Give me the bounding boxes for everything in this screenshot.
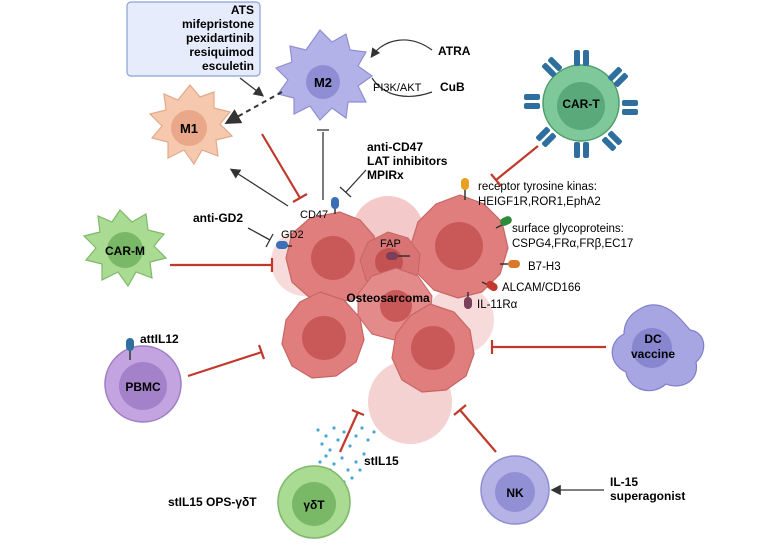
fap-label: FAP bbox=[380, 238, 401, 250]
cd47-receptor bbox=[331, 197, 339, 214]
gdt-label: γδT bbox=[303, 498, 325, 512]
inhibition-lines bbox=[247, 129, 367, 248]
car-t-label: CAR-T bbox=[562, 97, 600, 111]
drug-box: ATS mifepristone pexidartinib resiquimod… bbox=[126, 1, 261, 77]
rtk-list: HEIGF1R,ROR1,EphA2 bbox=[478, 196, 601, 208]
drugbox-to-m2-arrow bbox=[239, 77, 265, 97]
m2-macrophage: M2 bbox=[274, 29, 374, 121]
m2-to-m1-dashed-arrow bbox=[224, 91, 283, 124]
alcam-label: ALCAM/CD166 bbox=[502, 282, 581, 294]
glycoprotein-receptor bbox=[495, 216, 512, 229]
gdt-therapy-label: stIL15 OPS-γδT bbox=[168, 495, 257, 509]
il11-receptor bbox=[464, 292, 472, 309]
glycoprotein-list: CSPG4,FRα,FRβ,EC17 bbox=[512, 238, 633, 250]
atra-arrow bbox=[370, 39, 433, 58]
gamma-delta-t-cell: γδT bbox=[277, 465, 351, 539]
il15-label-line2: superagonist bbox=[610, 489, 685, 503]
anti-gd2-label: anti-GD2 bbox=[193, 211, 243, 225]
pbmc-cell: PBMC bbox=[104, 338, 182, 423]
b7h3-label: B7-H3 bbox=[528, 261, 561, 273]
car-m-label: CAR-M bbox=[105, 244, 145, 258]
mpirx-label: MPIRx bbox=[367, 168, 404, 182]
m2-label: M2 bbox=[314, 75, 332, 90]
cd47-label: CD47 bbox=[300, 209, 328, 221]
glycoprotein-title: surface glycoproteins: bbox=[512, 223, 624, 235]
pi3k-label: PI3K/AKT bbox=[373, 82, 422, 94]
pi3k-curve bbox=[371, 77, 433, 97]
lat-inhibitors-label: LAT inhibitors bbox=[367, 154, 448, 168]
car-m-cell: CAR-M bbox=[82, 209, 168, 288]
il15-label-line1: IL-15 bbox=[610, 475, 638, 489]
stil15-label: stIL15 bbox=[364, 454, 399, 468]
nk-cell: NK bbox=[480, 455, 550, 525]
rtk-receptor bbox=[461, 178, 469, 200]
dc-label-line1: DC bbox=[644, 332, 662, 346]
gd2-label: GD2 bbox=[281, 229, 304, 241]
fap-receptor bbox=[386, 252, 410, 260]
osteosarcoma-tumor: Osteosarcoma bbox=[271, 194, 509, 444]
dc-label-line2: vaccine bbox=[631, 347, 675, 361]
drug-mifepristone: mifepristone bbox=[182, 17, 254, 31]
rtk-title: receptor tyrosine kinas: bbox=[478, 181, 597, 193]
drug-esculetin: esculetin bbox=[202, 59, 254, 73]
tumor-label: Osteosarcoma bbox=[346, 291, 430, 305]
dc-vaccine-cell: DC vaccine bbox=[611, 304, 705, 392]
drug-resiquimod: resiquimod bbox=[189, 45, 254, 59]
drug-pexidartinib: pexidartinib bbox=[186, 31, 254, 45]
nk-label: NK bbox=[506, 486, 524, 500]
alcam-receptor bbox=[481, 280, 498, 292]
attil12-label: attIL12 bbox=[140, 332, 179, 346]
car-t-cell: CAR-T bbox=[524, 50, 638, 158]
pbmc-label: PBMC bbox=[125, 380, 161, 394]
red-inhibition-lines bbox=[170, 133, 606, 453]
m1-label: M1 bbox=[180, 121, 198, 136]
il11-label: IL-11Rα bbox=[477, 299, 518, 311]
m1-macrophage: M1 bbox=[148, 84, 234, 166]
drug-ats: ATS bbox=[231, 3, 254, 17]
anti-cd47-label: anti-CD47 bbox=[367, 140, 423, 154]
cub-label: CuB bbox=[440, 80, 465, 94]
gd2-receptor bbox=[276, 241, 292, 249]
b7h3-receptor bbox=[500, 260, 520, 268]
atra-label: ATRA bbox=[438, 44, 471, 58]
tumor-to-m1-arrow bbox=[229, 168, 289, 207]
